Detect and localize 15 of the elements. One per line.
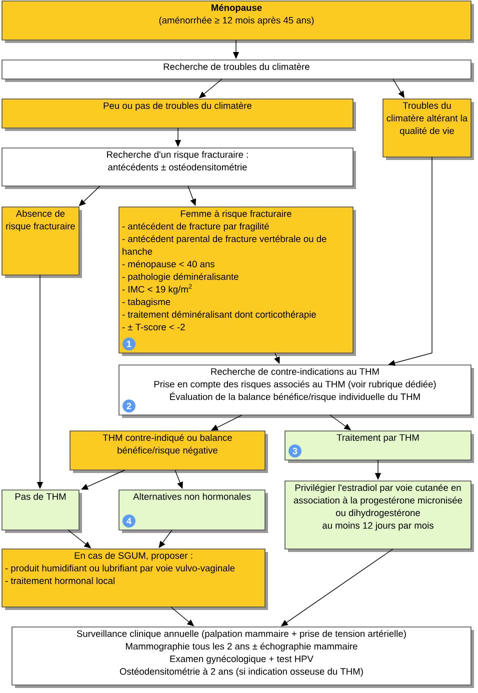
process-box: Pas de THM bbox=[2, 490, 82, 533]
process-box: Recherche d'un risque fracturaire : antécédents ± ostéodensitométrie bbox=[2, 148, 356, 189]
callout-number: 4 bbox=[122, 514, 136, 528]
callout-number: 1 bbox=[122, 338, 136, 350]
process-box: Absence de risque fracturaire bbox=[2, 206, 82, 278]
callout-number: 2 bbox=[122, 400, 136, 412]
process-box: Ménopause (aménorrhée ≥ 12 mois après 45 ans) bbox=[2, 0, 474, 43]
process-box: Troubles du climatère altérant la qualité de vie bbox=[382, 98, 474, 160]
process-box: En cas de SGUM, proposer : - produit humidifiant ou lubrifiant par voie vulvo-vaginale - traitement hormonal local bbox=[2, 548, 268, 610]
process-box: Peu ou pas de troubles du climatère bbox=[2, 98, 356, 131]
process-box: THM contre-indiqué ou balance bénéfice/risque négative bbox=[70, 430, 268, 473]
callout-number: 3 bbox=[288, 444, 302, 458]
process-box: Surveillance clinique annuelle (palpation mammaire + prise de tension artérielle) Mammographie tous les 2 ans ± échographie mammaire Examen gynécologique + test HPV Ostéodensitométrie à 2 ans (si indication osseuse du THM) bbox=[12, 626, 474, 688]
process-box: Recherche de troubles du climatère bbox=[2, 60, 474, 82]
process-box: Privilégier l'estradiol par voie cutanée en association à la progestérone micronisée ou dihydrogestérone au moins 12 jours par mois bbox=[284, 480, 474, 552]
